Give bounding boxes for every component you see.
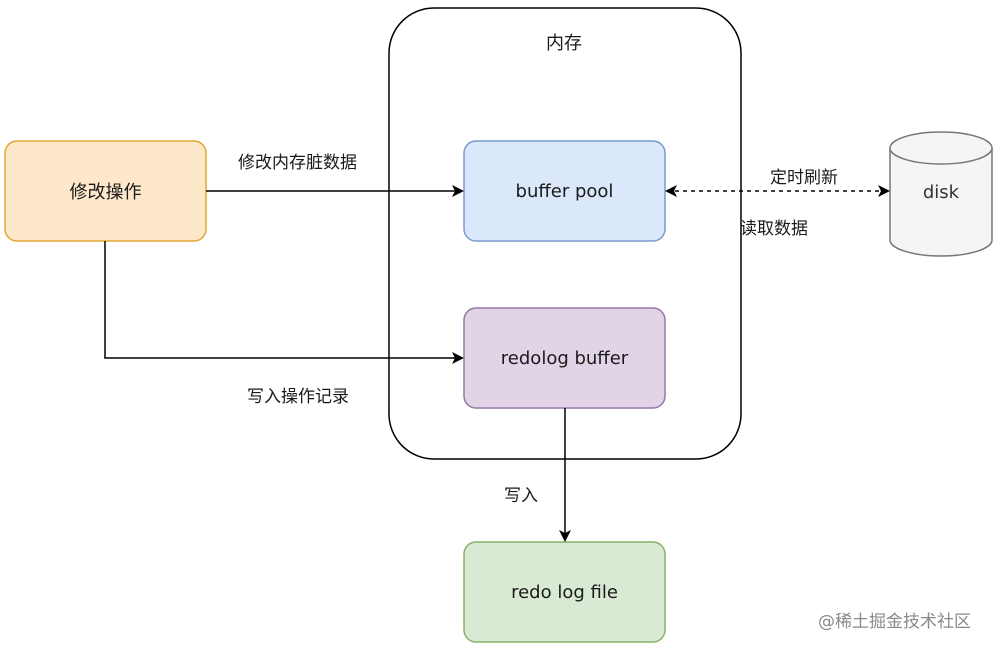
disk-body (889, 148, 993, 257)
edge-label-modify-dirty: 修改内存脏数据 (238, 153, 357, 173)
edge-label-write: 写入 (504, 486, 538, 506)
memory-label: 内存 (546, 33, 582, 54)
edge-modify-to-redolog-buffer (104, 241, 464, 364)
redolog-buffer-label: redolog buffer (500, 347, 629, 369)
redo-log-file-label: redo log file (511, 581, 618, 603)
edge-label-write-record: 写入操作记录 (247, 387, 349, 407)
modify-operation-label: 修改操作 (69, 182, 142, 203)
redo-log-file-node (463, 541, 666, 643)
disk-label: disk (922, 181, 960, 203)
edge-label-read-data: 读取数据 (740, 219, 808, 239)
buffer-pool-label: buffer pool (515, 180, 614, 202)
disk-top (889, 131, 993, 165)
disk-node (889, 131, 993, 257)
edge-label-periodic-flush: 定时刷新 (770, 168, 838, 188)
watermark-text: @稀土掘金技术社区 (818, 612, 971, 632)
